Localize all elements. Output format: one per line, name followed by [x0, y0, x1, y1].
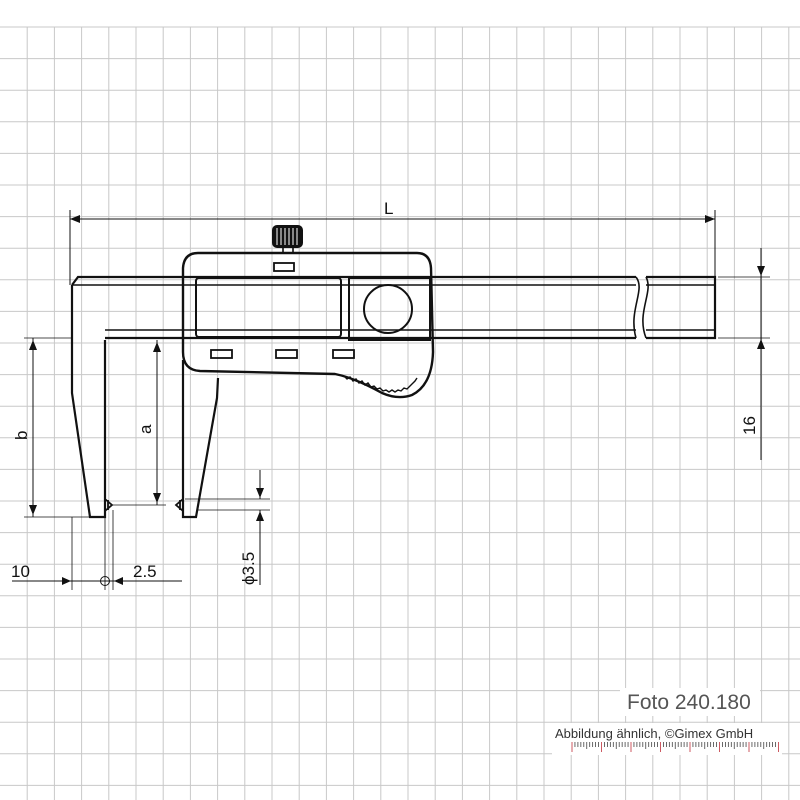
dimension-tip-diameter: ϕ3.5: [185, 470, 270, 585]
grid-background: [0, 26, 800, 800]
jaw-width-label: 10: [11, 562, 30, 581]
fixed-jaw: [70, 285, 107, 519]
image-credit: Abbildung ähnlich, ©Gimex GmbH: [555, 726, 753, 741]
moving-jaw: [181, 360, 220, 519]
photo-reference: Foto 240.180: [627, 691, 751, 714]
tip-diameter-label: ϕ3.5: [239, 552, 258, 585]
dial-button: [363, 284, 413, 334]
lcd-display: [195, 277, 342, 338]
dimension-jaw-width: 10 2.5: [11, 510, 182, 590]
caliper-beam: [71, 275, 717, 340]
length-dimension: L: [69, 199, 716, 285]
slider-body: [181, 251, 435, 399]
function-button-2: [275, 349, 298, 359]
function-button-3: [332, 349, 355, 359]
length-label: L: [384, 199, 393, 218]
tip-right: [174, 498, 184, 512]
thumb-knob: [272, 225, 303, 254]
dimension-beam-height: 16: [718, 248, 770, 460]
b-label: b: [12, 431, 31, 440]
tip-offset-label: 2.5: [133, 562, 157, 581]
a-label: a: [136, 424, 155, 434]
function-button-1: [210, 349, 233, 359]
dimension-b: b: [12, 337, 90, 518]
scale-ruler: [571, 742, 779, 752]
dimension-a: a: [112, 340, 166, 506]
top-button: [273, 262, 295, 272]
beam-height-label: 16: [740, 416, 759, 435]
dial-window: [348, 277, 431, 341]
